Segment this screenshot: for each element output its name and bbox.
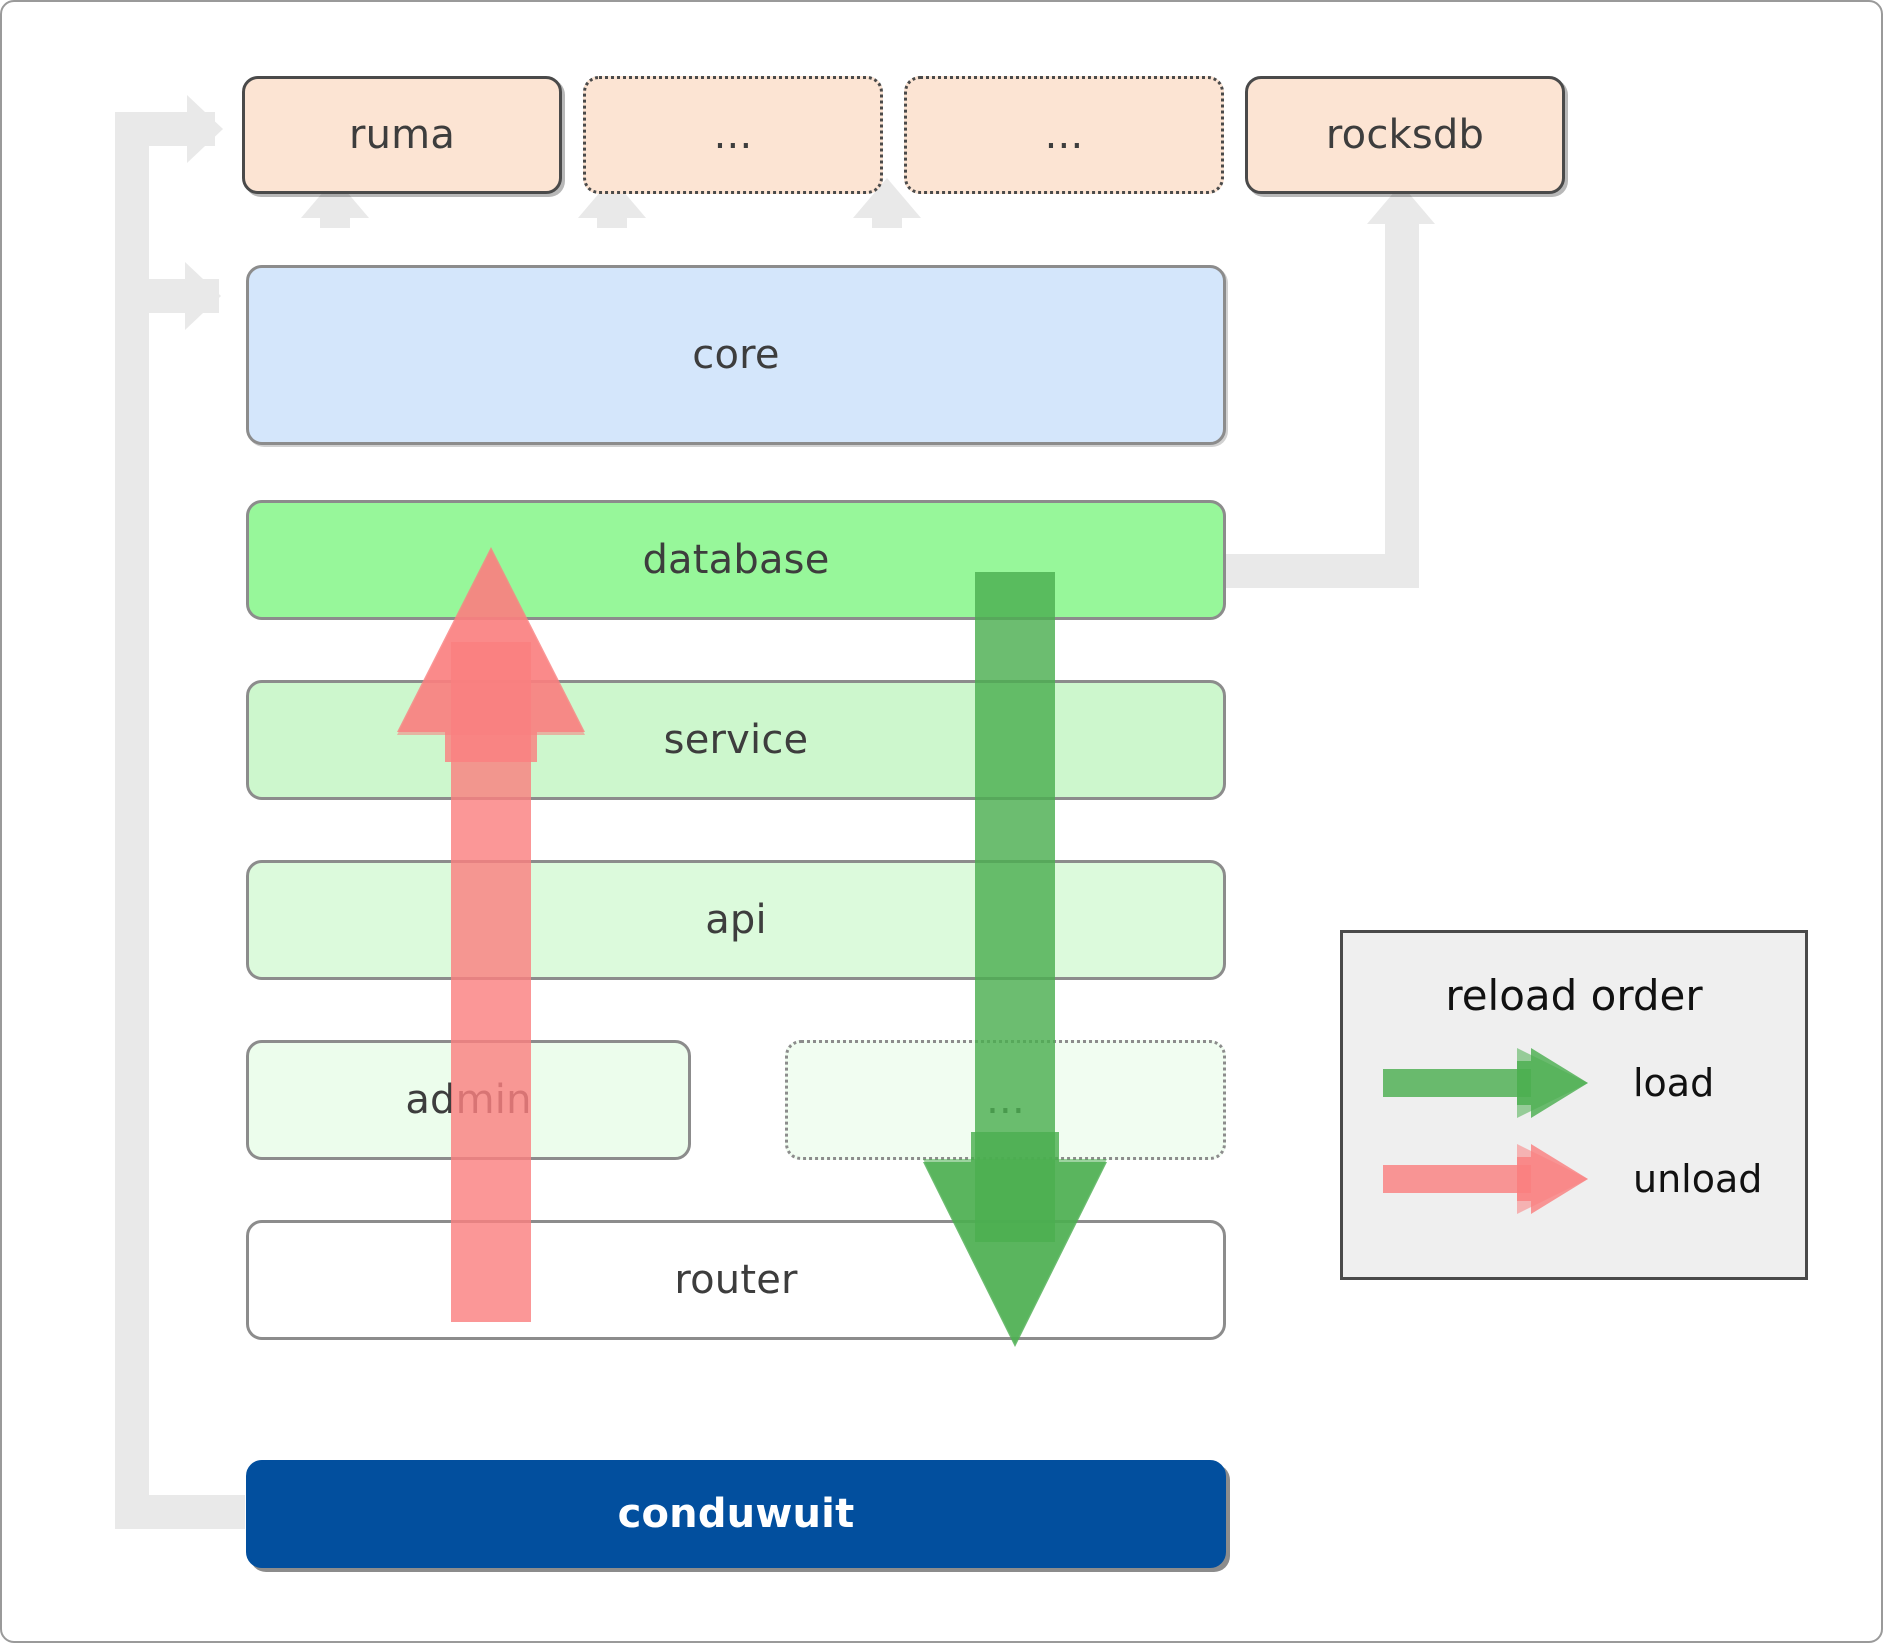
connector-conduwuit-trunk <box>115 129 149 1529</box>
layer-node-service[interactable]: service <box>246 680 1226 800</box>
layer-label-admin: admin <box>405 1077 532 1123</box>
dep-label-ellipsis-b: ... <box>1044 112 1084 158</box>
legend-label-unload: unload <box>1633 1157 1763 1201</box>
layer-node-router[interactable]: router <box>246 1220 1226 1340</box>
dep-label-rocksdb: rocksdb <box>1325 112 1485 158</box>
legend-label-load: load <box>1633 1061 1715 1105</box>
app-label-conduwuit: conduwuit <box>617 1491 855 1537</box>
core-node[interactable]: core <box>246 265 1226 445</box>
layer-label-service: service <box>663 717 809 763</box>
layer-node-database[interactable]: database <box>246 500 1226 620</box>
layer-label-ellipsis: ... <box>986 1077 1025 1123</box>
connector-arrow-ruma <box>187 95 223 163</box>
dep-node-ruma[interactable]: ruma <box>242 76 562 194</box>
dep-node-ellipsis-a[interactable]: ... <box>583 76 883 194</box>
dep-node-ellipsis-b[interactable]: ... <box>904 76 1224 194</box>
legend-title: reload order <box>1445 971 1703 1020</box>
app-node-conduwuit[interactable]: conduwuit <box>246 1460 1226 1568</box>
layer-node-api[interactable]: api <box>246 860 1226 980</box>
core-label: core <box>692 332 780 378</box>
layer-node-admin[interactable]: admin <box>246 1040 691 1160</box>
dep-label-ellipsis-a: ... <box>713 112 753 158</box>
layer-node-ellipsis[interactable]: ... <box>785 1040 1226 1160</box>
connector-database-to-rocksdb-v <box>1385 224 1419 588</box>
layer-label-database: database <box>642 537 830 583</box>
connector-conduwuit-to-trunk <box>115 1495 245 1529</box>
legend-load-arrow-icon <box>1383 1048 1588 1118</box>
connector-arrow-core <box>185 262 221 330</box>
layer-label-api: api <box>705 897 767 943</box>
legend-unload-arrow-icon <box>1383 1144 1588 1214</box>
dep-label-ruma: ruma <box>348 112 456 158</box>
layer-label-router: router <box>674 1257 798 1303</box>
legend-arrows <box>1383 1048 1588 1214</box>
legend-box: reload order load unload <box>1340 930 1808 1280</box>
dep-node-rocksdb[interactable]: rocksdb <box>1245 76 1565 194</box>
